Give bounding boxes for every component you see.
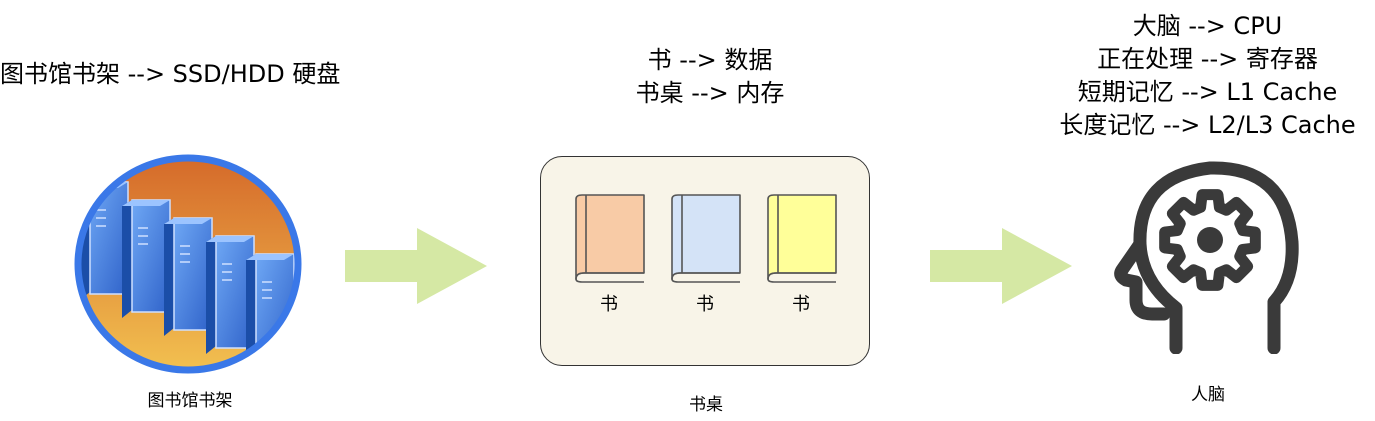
desk-heading-line: 书 --> 数据: [647, 46, 773, 74]
brain-heading-line: 大脑 --> CPU: [1132, 12, 1283, 40]
desk-heading-line: 书桌 --> 内存: [635, 79, 785, 107]
desk-caption: 书桌: [689, 395, 723, 415]
brain-caption: 人脑: [1191, 385, 1225, 405]
book-label: 书: [792, 294, 810, 315]
book-label: 书: [600, 294, 618, 315]
book: [668, 193, 742, 283]
shelf-caption: 图书馆书架: [147, 391, 233, 411]
brain-heading: 大脑 --> CPU 正在处理 --> 寄存器 短期记忆 --> L1 Cach…: [1040, 10, 1375, 142]
book: [572, 193, 646, 283]
book: [764, 193, 838, 283]
arrow-right-icon: [930, 228, 1072, 304]
desk-heading: 书 --> 数据 书桌 --> 内存: [610, 44, 810, 110]
shelf-heading: 图书馆书架 --> SSD/HDD 硬盘: [0, 60, 341, 88]
arrow-right-icon: [345, 228, 487, 304]
head-gear-icon: [1114, 158, 1300, 354]
brain-heading-line: 短期记忆 --> L1 Cache: [1077, 78, 1338, 106]
brain-heading-line: 长度记忆 --> L2/L3 Cache: [1059, 111, 1356, 139]
book-label: 书: [696, 294, 714, 315]
server-rack-icon: [72, 152, 304, 376]
brain-heading-line: 正在处理 --> 寄存器: [1097, 45, 1318, 73]
